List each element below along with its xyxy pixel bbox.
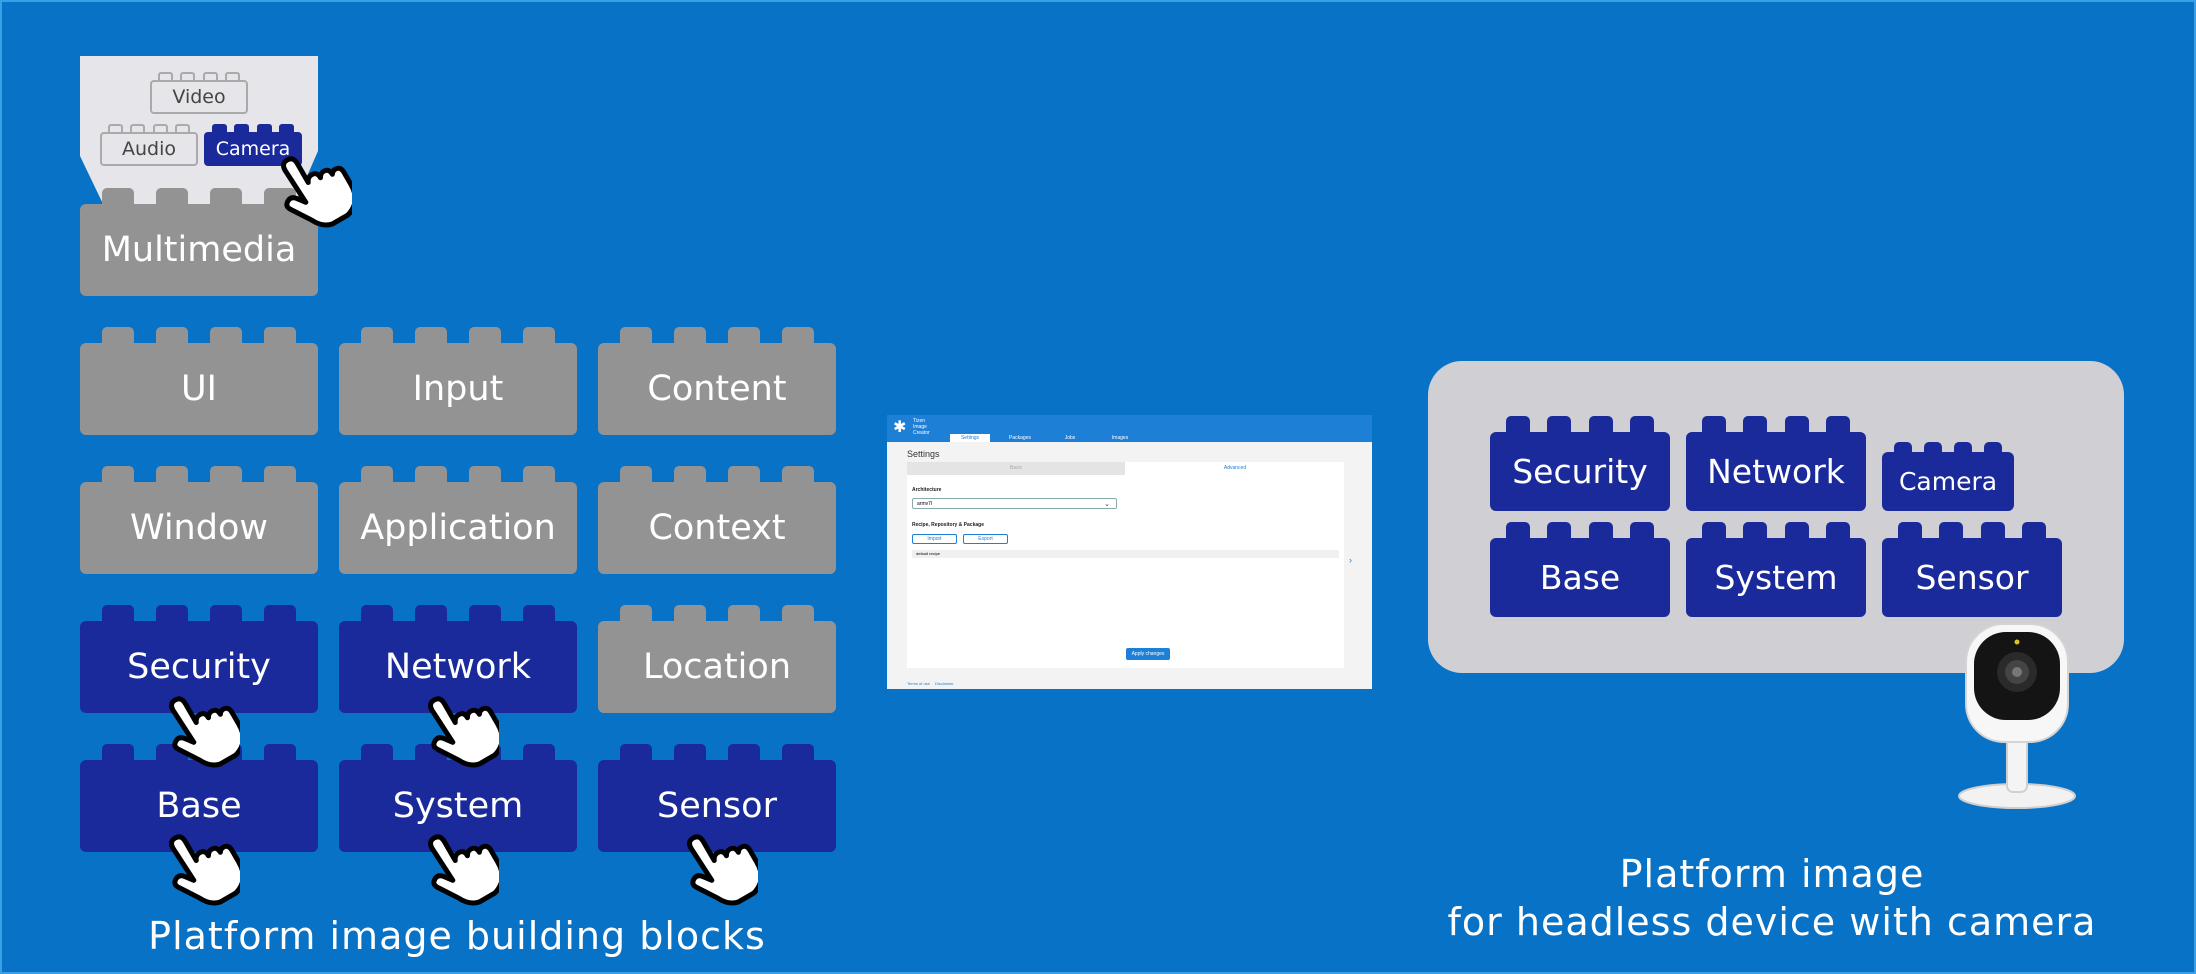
result-caption-line-1: Platform image xyxy=(1619,852,1925,896)
application-label: Application xyxy=(339,482,577,574)
subpanel-background xyxy=(80,56,318,206)
result-sensor-label: Sensor xyxy=(1882,538,2062,617)
multimedia-label: Multimedia xyxy=(80,204,318,296)
pointer-hand-icon xyxy=(428,696,499,768)
result-base-label: Base xyxy=(1490,538,1670,617)
video-label: Video xyxy=(150,80,248,114)
footer-terms-link[interactable]: Terms of use xyxy=(907,681,930,686)
app-header: ✱ Tizen Image Creator Settings Packages … xyxy=(887,415,1372,442)
result-security-brick[interactable]: Security xyxy=(1490,416,1670,511)
brand-line-1: Tizen xyxy=(913,418,926,424)
input-brick[interactable]: Input xyxy=(339,327,577,435)
tab-images[interactable]: Images xyxy=(1111,435,1129,441)
application-brick[interactable]: Application xyxy=(339,466,577,574)
result-network-brick[interactable]: Network xyxy=(1686,416,1866,511)
pointer-hand-icon xyxy=(169,696,240,768)
network-brick[interactable]: Network xyxy=(339,605,577,713)
sensor-brick[interactable]: Sensor xyxy=(598,744,836,852)
input-label: Input xyxy=(339,343,577,435)
brand-line-2: Image xyxy=(913,424,927,430)
window-label: Window xyxy=(80,482,318,574)
base-label: Base xyxy=(80,760,318,852)
tab-settings[interactable]: Settings xyxy=(950,434,990,442)
result-security-label: Security xyxy=(1490,432,1670,511)
security-camera-icon xyxy=(1958,623,2076,809)
chevron-down-icon: ⌄ xyxy=(1104,501,1110,508)
segment-advanced[interactable]: Advanced xyxy=(1223,465,1247,471)
context-label: Context xyxy=(598,482,836,574)
system-label: System xyxy=(339,760,577,852)
page-title: Settings xyxy=(907,449,940,459)
multimedia-subpanel: Video Audio Camera xyxy=(80,56,318,206)
brand-line-3: Creator xyxy=(913,430,930,436)
tab-jobs[interactable]: Jobs xyxy=(1064,435,1076,441)
tab-packages[interactable]: Packages xyxy=(1009,435,1031,441)
result-base-brick[interactable]: Base xyxy=(1490,522,1670,617)
content-brick[interactable]: Content xyxy=(598,327,836,435)
pointer-hand-icon xyxy=(428,834,499,906)
result-network-label: Network xyxy=(1686,432,1866,511)
sensor-label: Sensor xyxy=(598,760,836,852)
architecture-select[interactable]: armv7l ⌄ xyxy=(912,498,1117,509)
segment-basic[interactable]: Basic xyxy=(907,462,1125,475)
pointer-hand-icon xyxy=(169,834,240,906)
result-caption-line-2: for headless device with camera xyxy=(1447,900,2097,944)
tizen-star-icon: ✱ xyxy=(893,419,907,436)
result-panel xyxy=(1428,361,2124,673)
apply-changes-button[interactable]: Apply changes xyxy=(1126,648,1170,660)
window-brick[interactable]: Window xyxy=(80,466,318,574)
multimedia-brick[interactable]: Multimedia xyxy=(80,188,318,296)
location-brick[interactable]: Location xyxy=(598,605,836,713)
pointer-hand-icon xyxy=(281,156,352,228)
video-mini-brick[interactable]: Video xyxy=(150,72,248,114)
content-label: Content xyxy=(598,343,836,435)
architecture-value: armv7l xyxy=(917,501,933,507)
settings-card: Basic Advanced Architecture armv7l ⌄ Rec… xyxy=(907,462,1344,668)
export-button[interactable]: Export xyxy=(963,534,1008,544)
architecture-label: Architecture xyxy=(912,487,942,493)
recipe-list-row[interactable]: default recipe xyxy=(912,550,1339,558)
import-button[interactable]: Import xyxy=(912,534,957,544)
building-blocks-caption: Platform image building blocks xyxy=(148,914,766,958)
result-camera-label: Camera xyxy=(1882,452,2014,511)
ui-label: UI xyxy=(80,343,318,435)
pointer-hand-icon xyxy=(687,834,758,906)
chevron-right-icon[interactable]: › xyxy=(1349,555,1352,565)
recipe-label: Recipe, Repository & Package xyxy=(912,522,984,528)
network-label: Network xyxy=(339,621,577,713)
audio-mini-brick[interactable]: Audio xyxy=(100,124,198,166)
security-brick[interactable]: Security xyxy=(80,605,318,713)
result-system-brick[interactable]: System xyxy=(1686,522,1866,617)
footer-disclaimer-link[interactable]: Disclaimer xyxy=(935,681,954,686)
security-label: Security xyxy=(80,621,318,713)
location-label: Location xyxy=(598,621,836,713)
brand-text: Tizen Image Creator xyxy=(913,418,930,436)
ui-brick[interactable]: UI xyxy=(80,327,318,435)
context-brick[interactable]: Context xyxy=(598,466,836,574)
base-brick[interactable]: Base xyxy=(80,744,318,852)
result-sensor-brick[interactable]: Sensor xyxy=(1882,522,2062,617)
audio-label: Audio xyxy=(100,132,198,166)
result-camera-brick[interactable]: Camera xyxy=(1882,442,2014,511)
settings-screenshot: ✱ Tizen Image Creator Settings Packages … xyxy=(887,415,1372,689)
result-caption: Platform image for headless device with … xyxy=(1442,850,2102,946)
result-system-label: System xyxy=(1686,538,1866,617)
